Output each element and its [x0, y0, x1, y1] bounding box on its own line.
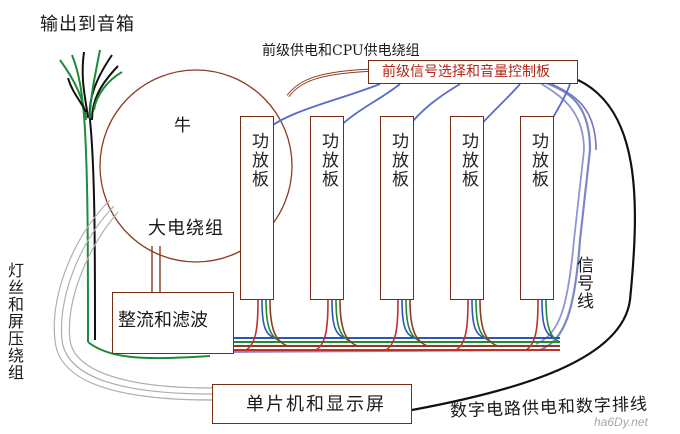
amp-board-2-label: 功放板 — [318, 132, 338, 189]
watermark: ha6Dy.net — [594, 415, 648, 429]
preamp-panel-box — [368, 60, 578, 84]
big-winding-wire — [151, 246, 161, 292]
rectifier-label: 整流和滤波 — [118, 310, 208, 331]
rectifier-box — [112, 292, 234, 354]
filament-winding-label: 灯丝和屏压绕组 — [5, 262, 24, 381]
big-winding-label: 大电绕组 — [148, 218, 224, 239]
amp-board-2 — [310, 116, 344, 300]
digital-wire — [411, 79, 637, 412]
output-to-speaker-label: 输出到音箱 — [40, 14, 135, 35]
mcu-display-label: 单片机和显示屏 — [246, 394, 386, 415]
transformer-label: 牛 — [174, 116, 191, 136]
amp-board-3-label: 功放板 — [388, 132, 408, 189]
power-bus — [200, 337, 560, 351]
preamp-cpu-winding-label: 前级供电和CPU供电绕组 — [262, 43, 420, 59]
amp-board-4 — [450, 116, 484, 300]
amp-board-1-label: 功放板 — [248, 132, 268, 189]
amp-board-4-label: 功放板 — [458, 132, 478, 189]
mcu-display-box — [212, 384, 412, 424]
filament-wires — [53, 199, 213, 401]
speaker-wires — [59, 49, 123, 343]
amp-board-5-label: 功放板 — [528, 132, 548, 189]
preamp-panel-label: 前级信号选择和音量控制板 — [382, 64, 550, 80]
amp-board-3 — [380, 116, 414, 300]
signal-line-label: 信号线 — [573, 256, 593, 310]
transformer-circle — [99, 69, 293, 263]
amp-board-5 — [520, 116, 554, 300]
amp-board-1 — [240, 116, 274, 300]
